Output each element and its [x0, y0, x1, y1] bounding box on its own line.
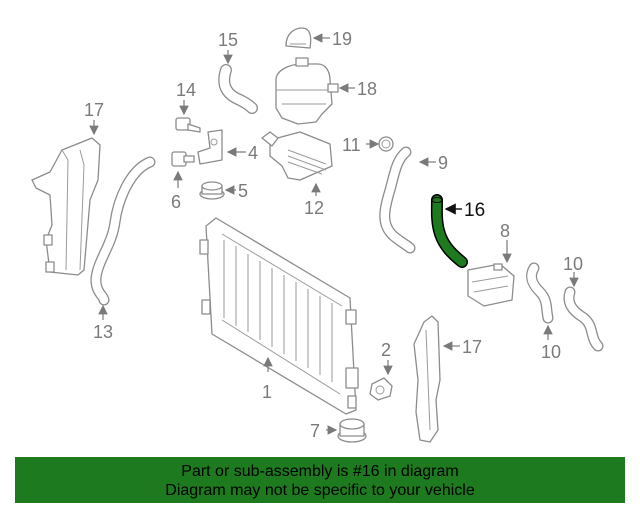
parts-diagram: 17 13 15 19 18 14 4 [31, 27, 604, 443]
valve-7 [467, 263, 515, 307]
bolt-13 [175, 117, 201, 133]
cooler-12 [261, 131, 333, 181]
bracket-3 [197, 129, 223, 165]
callout-14: 13 [93, 322, 113, 342]
callout-10: 10 [563, 254, 583, 274]
hose-16-highlighted [430, 194, 468, 268]
banner-line-1: Part or sub-assembly is #16 in diagram [181, 463, 459, 480]
callout-3: 4 [248, 143, 258, 163]
reservoir-18 [275, 57, 339, 125]
bolt-5 [171, 151, 195, 167]
callout-8: 9 [438, 153, 448, 173]
callout-1: 1 [262, 382, 272, 402]
air-guide-left [31, 137, 101, 276]
callout-17-right: 17 [462, 337, 482, 357]
hose-14 [90, 156, 156, 306]
callout-2: 2 [381, 340, 391, 360]
cap-19 [285, 27, 312, 49]
hose-15 [218, 64, 258, 114]
callout-11: 11 [342, 135, 361, 155]
callout-13: 14 [176, 80, 196, 100]
radiator-1 [199, 217, 359, 415]
callout-19: 19 [332, 29, 352, 49]
air-guide-right [413, 315, 441, 443]
callout-17-left: 17 [84, 100, 104, 120]
info-banner: Part or sub-assembly is #16 in diagram D… [15, 457, 625, 503]
callout-5: 6 [171, 192, 181, 212]
hose-9 [526, 262, 554, 324]
banner-line-2: Diagram may not be specific to your vehi… [165, 482, 475, 499]
callout-12: 12 [304, 198, 324, 218]
callout-15: 15 [218, 30, 238, 50]
callout-6: 7 [310, 421, 320, 441]
mount-6 [337, 418, 367, 443]
hose-10 [563, 286, 604, 352]
callout-16: 16 [464, 200, 485, 221]
clamp-11 [378, 136, 394, 152]
hose-8 [379, 146, 416, 254]
callout-18: 18 [357, 79, 377, 99]
grommet-4 [199, 181, 225, 200]
callout-4: 5 [238, 181, 248, 201]
callout-9: 10 [541, 342, 561, 362]
drain-plug-2 [369, 377, 393, 401]
callout-7: 8 [500, 221, 510, 241]
